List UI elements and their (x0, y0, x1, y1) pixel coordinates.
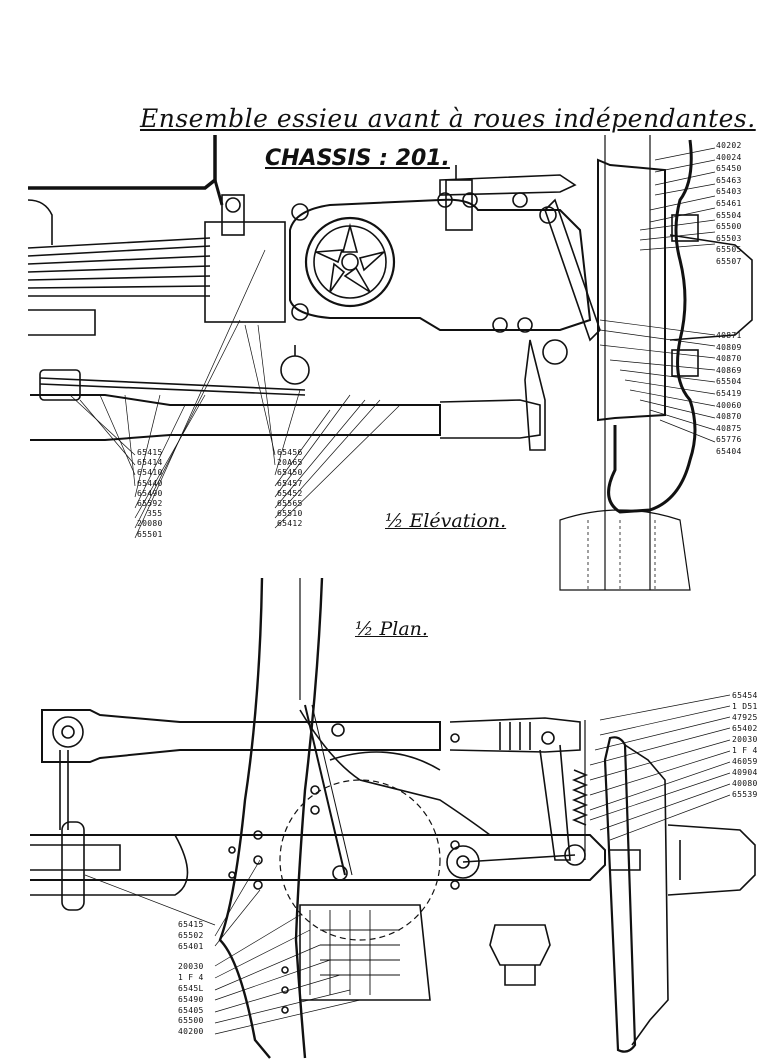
part-number: 65504 (716, 210, 742, 220)
part-number: 65452 (277, 488, 303, 498)
part-number: 65405 (178, 1005, 204, 1015)
part-list-elevation-mid-right: 40871 40809 40870 40869 65504 65419 4006… (716, 330, 742, 458)
part-number: 65592 (137, 499, 163, 509)
part-number: 65450 (716, 164, 742, 174)
part-number: 20030 (178, 962, 204, 972)
part-list-plan-bottom-left: 65415 65502 65401 20030 1 F 4 6545L 6549… (178, 920, 204, 1038)
part-number: 40060 (716, 400, 742, 410)
part-number: 65503 (716, 233, 742, 243)
part-number: 65500 (716, 222, 742, 232)
part-number: 65412 (277, 519, 303, 529)
part-number: 65565 (277, 499, 303, 509)
part-number: 65450 (277, 468, 303, 478)
part-number: 65414 (137, 458, 163, 468)
part-list-elevation-bottom-left: 65415 65414 65410 65440 65490 65592 355 … (137, 448, 163, 540)
elevation-view-label: ½ Elévation. (385, 510, 507, 532)
part-number: 20030 (732, 735, 758, 744)
part-number: 40904 (732, 768, 758, 777)
part-number: 65403 (716, 187, 742, 197)
part-number: 1 F 4 (178, 973, 204, 983)
part-number: 65490 (137, 488, 163, 498)
part-number: 40871 (716, 331, 742, 340)
part-number: 46059 (732, 757, 758, 766)
part-number: 40024 (716, 152, 742, 162)
part-number: 65501 (137, 529, 163, 539)
part-number: 40809 (716, 342, 742, 352)
part-number: 65463 (716, 175, 742, 185)
part-number: 65507 (716, 256, 742, 266)
part-number: 65410 (137, 468, 163, 478)
part-number: 65510 (277, 509, 303, 519)
part-number: 40870 (716, 354, 742, 364)
part-number: 47925 (732, 713, 758, 722)
plan-view-label: ½ Plan. (355, 618, 428, 640)
part-number: 65504 (716, 377, 742, 387)
part-number: 65419 (716, 388, 742, 398)
part-number: 20A65 (277, 458, 303, 468)
part-number: 1 D51 (732, 702, 758, 711)
part-number: 355 (147, 509, 163, 519)
part-number: 40080 (732, 779, 758, 788)
part-number: 65776 (716, 435, 742, 445)
part-list-elevation-top-right: 40202 40024 65450 65463 65403 65461 6550… (716, 140, 742, 268)
part-number: 40875 (716, 423, 742, 433)
part-number: 65401 (178, 941, 204, 951)
part-number: 65415 (178, 920, 204, 929)
part-number: 65402 (732, 724, 758, 733)
chassis-label: CHASSIS : 201. (265, 146, 450, 171)
part-number: 65539 (732, 790, 758, 799)
part-number: 6545L (178, 983, 204, 993)
part-number: 65457 (277, 478, 303, 488)
part-list-plan-top-right: 65454 1 D51 47925 65402 20030 1 F 4 4605… (732, 690, 758, 800)
part-number: 40202 (716, 141, 742, 150)
part-number: 40870 (716, 412, 742, 422)
part-number: 65505 (716, 245, 742, 255)
part-number: 1 F 4 (732, 746, 758, 755)
part-number: 65456 (277, 448, 303, 457)
part-number: 65440 (137, 478, 163, 488)
part-number: 65454 (732, 691, 758, 700)
part-number: 40869 (716, 365, 742, 375)
part-number: 40200 (178, 1027, 204, 1037)
part-number: 20080 (137, 519, 163, 529)
part-number: 65500 (178, 1016, 204, 1026)
drawing-title: Ensemble essieu avant à roues indépendan… (140, 104, 756, 133)
part-number: 65404 (716, 446, 742, 456)
part-number: 65502 (178, 930, 204, 940)
part-number: 65461 (716, 198, 742, 208)
part-number: 65490 (178, 994, 204, 1004)
part-number: 65415 (137, 448, 163, 457)
part-list-elevation-bottom-center: 65456 20A65 65450 65457 65452 65565 6551… (277, 448, 303, 530)
